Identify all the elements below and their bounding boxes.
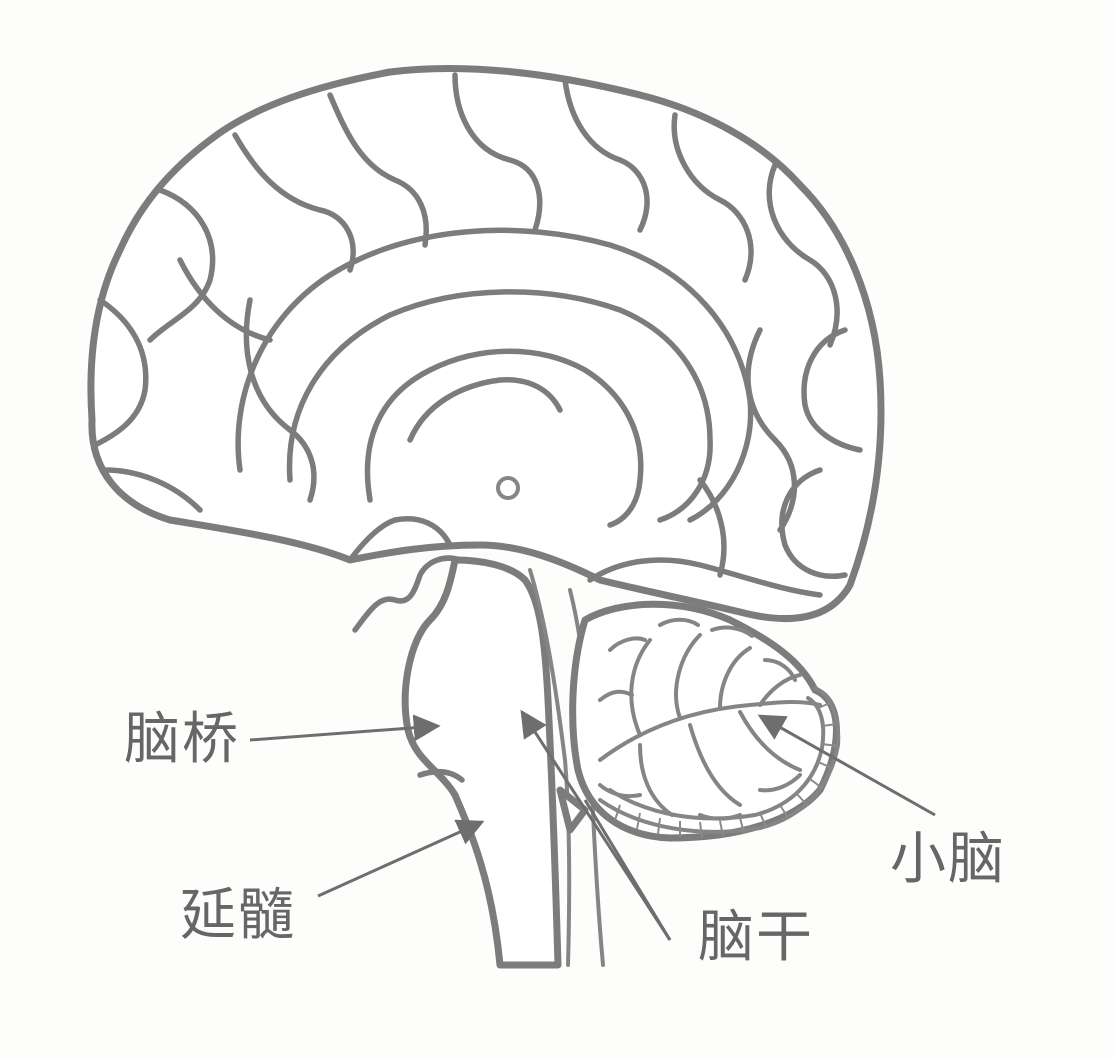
folia-4 [710,625,754,638]
folia-2 [598,689,634,702]
sulcus-12 [243,297,317,503]
diencephalon-outline [347,516,453,563]
pons-outline [401,556,562,969]
sulcus-10 [102,467,203,513]
sulcus-9 [92,297,149,448]
cerebral-aqueduct [528,568,572,967]
sulcus-11 [177,257,273,343]
label-brainstem: 脑干 [698,905,814,970]
arbor-vitae-branch-2 [674,633,702,720]
corpus-callosum-outer [286,289,713,523]
interthalamic-adhesion [496,476,520,500]
arbor-vitae-trunk [598,699,822,762]
corpus-callosum-inner [364,348,644,528]
arbor-vitae-branch-5 [638,743,674,817]
arbor-vitae-branch-3 [718,646,752,710]
sulcus-5 [562,77,650,233]
arbor-vitae-branch-7 [738,710,802,772]
sulcus-4 [452,72,543,233]
cingulate-outline [235,227,754,523]
fourth-ventricle-tip [556,786,589,834]
pointer-medulla [317,819,485,898]
sulcus-3 [327,92,429,248]
arbor-vitae-branch-1 [629,638,652,737]
sulcus-8 [801,327,863,453]
arbor-vitae-branch-4 [758,673,802,707]
tentorium-edge [587,557,823,598]
folia-3 [658,617,700,627]
label-medulla: 延髓 [180,883,296,948]
sulcus-2 [232,132,356,273]
cerebellum-outline [569,600,840,842]
folia-1 [608,636,647,652]
pointer-brainstem-2 [583,799,672,941]
sulcus-6 [671,112,754,283]
pons-medulla-junction [417,768,465,783]
sulcus-14 [779,467,848,579]
sulcus-7 [766,162,840,348]
sulcus-1 [147,187,216,343]
label-pons: 脑桥 [124,707,240,772]
cerebellum-hatched-rim [598,686,841,839]
pointer-cerebellum [757,714,936,817]
folia-5 [763,658,797,682]
arbor-vitae-branch-6 [688,723,742,807]
hypothalamus-edge [352,555,463,633]
pointer-pons [249,714,441,742]
fornix [407,377,563,443]
sulcus-13 [745,327,798,533]
folia-8 [758,773,802,793]
label-cerebellum: 小脑 [890,827,1006,892]
sulcus-15 [697,477,727,578]
